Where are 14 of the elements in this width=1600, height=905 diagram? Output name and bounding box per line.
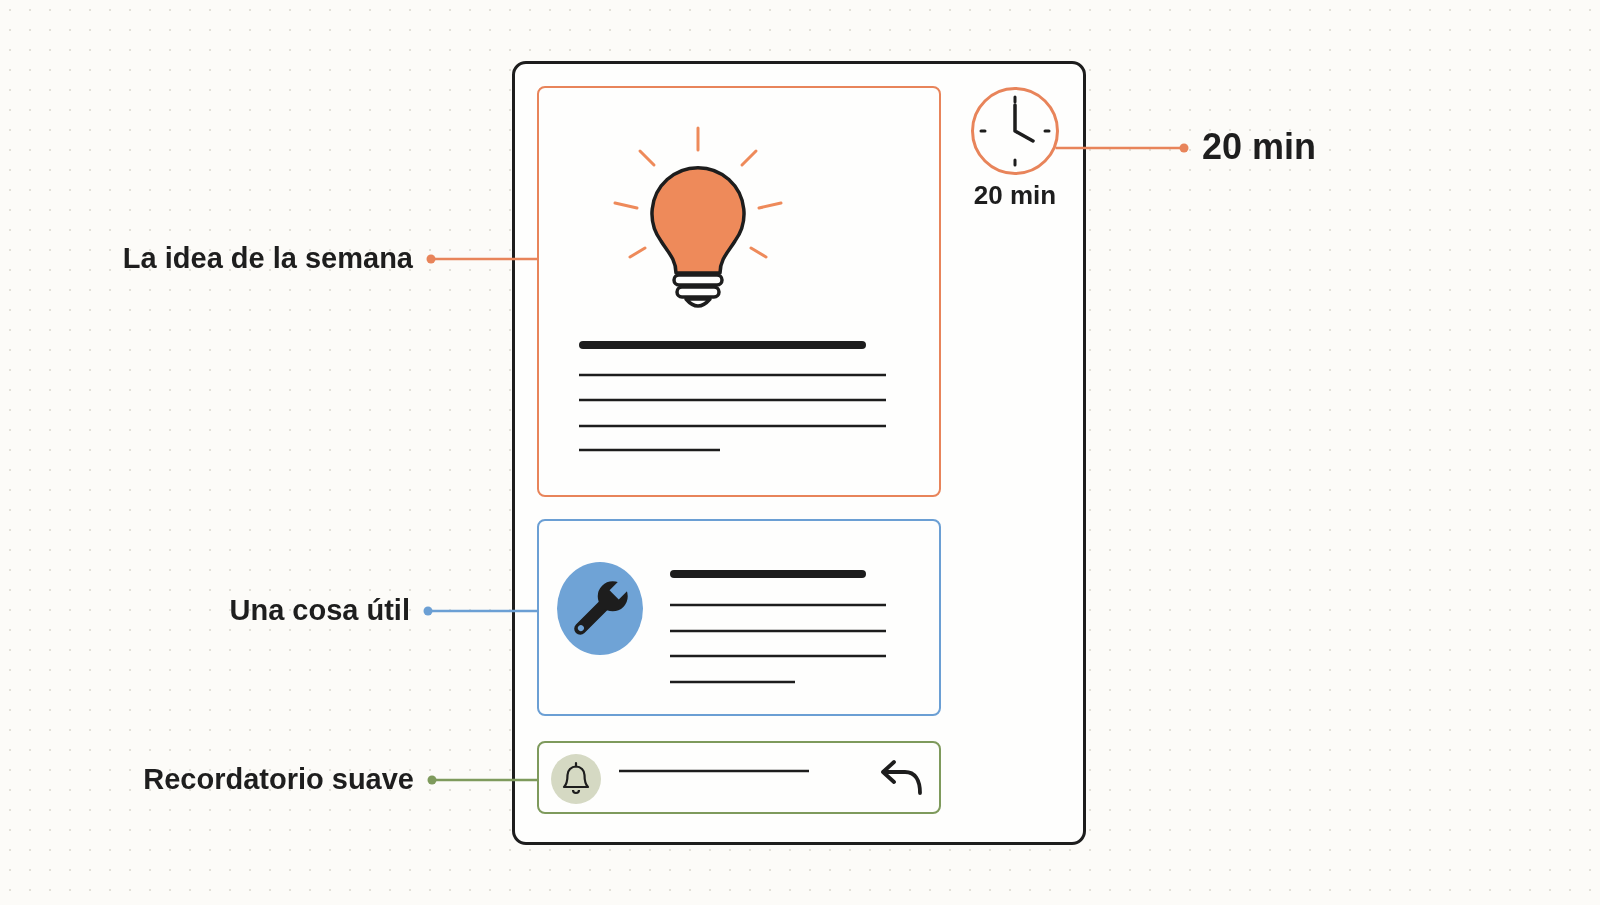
callout-label: La idea de la semana [122,240,413,276]
leader-line [1055,143,1189,153]
leader-line [427,775,537,785]
callout-label: 20 min [1202,125,1317,169]
leader-line [426,254,537,264]
content-card [537,86,941,497]
tool-card [537,519,941,716]
leader-line [423,606,537,616]
page-frame [512,61,1086,845]
reminder-bar [537,741,941,814]
callout-label: Recordatorio suave [143,761,414,797]
callout-label: Una cosa útil [229,592,410,628]
duration-label: 20 min [973,180,1057,212]
clock-icon [971,87,1059,175]
